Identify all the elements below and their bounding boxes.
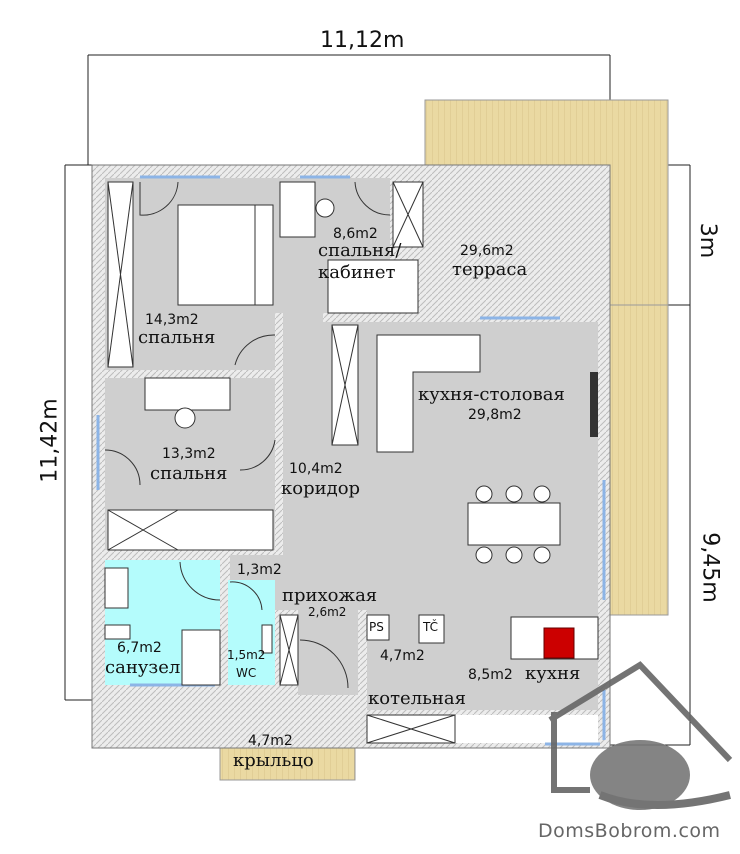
room-name: крыльцо bbox=[233, 750, 314, 771]
room-area: 1,3m2 bbox=[237, 562, 282, 578]
room-area: 29,6m2 bbox=[460, 243, 514, 259]
brand-text: DomsBobrom.com bbox=[538, 820, 721, 842]
brand-logo bbox=[548, 661, 733, 810]
dining-table bbox=[467, 502, 561, 546]
room-area: 29,8m2 bbox=[468, 407, 522, 423]
room-name: спальня/ кабинет bbox=[318, 240, 402, 283]
room-name: WC bbox=[236, 666, 257, 680]
room-name: прихожая bbox=[282, 585, 378, 606]
room-area: 14,3m2 bbox=[145, 312, 199, 328]
room-area: 10,4m2 bbox=[289, 461, 343, 477]
ps-label: PS bbox=[369, 620, 384, 634]
dimension-left: 11,42m bbox=[37, 398, 63, 483]
dimension-top: 11,12m bbox=[320, 28, 405, 53]
stove bbox=[543, 627, 575, 659]
tc-label: TČ bbox=[423, 620, 439, 634]
room-area: 8,6m2 bbox=[333, 226, 378, 242]
room-name: котельная bbox=[368, 688, 467, 709]
room-area: 6,7m2 bbox=[117, 640, 162, 656]
dimension-right-top: 3m bbox=[695, 222, 721, 259]
room-area: 4,7m2 bbox=[380, 648, 425, 664]
dimension-right-bottom: 9,45m bbox=[697, 532, 723, 603]
bed bbox=[177, 204, 259, 306]
room-name: спальня bbox=[150, 463, 228, 484]
room-area: 8,5m2 bbox=[468, 667, 513, 683]
room-area: 2,6m2 bbox=[308, 605, 347, 619]
room-name: спальня bbox=[138, 327, 216, 348]
room-area: 4,7m2 bbox=[248, 733, 293, 749]
room-area: 13,3m2 bbox=[162, 446, 216, 462]
room-name: коридор bbox=[281, 478, 361, 499]
room-area: 1,5m2 bbox=[227, 648, 266, 662]
room-name: кухня bbox=[525, 663, 581, 684]
room-name: санузел bbox=[105, 657, 181, 678]
room-name: терраса bbox=[452, 259, 528, 280]
room-name: кухня-столовая bbox=[418, 384, 565, 405]
